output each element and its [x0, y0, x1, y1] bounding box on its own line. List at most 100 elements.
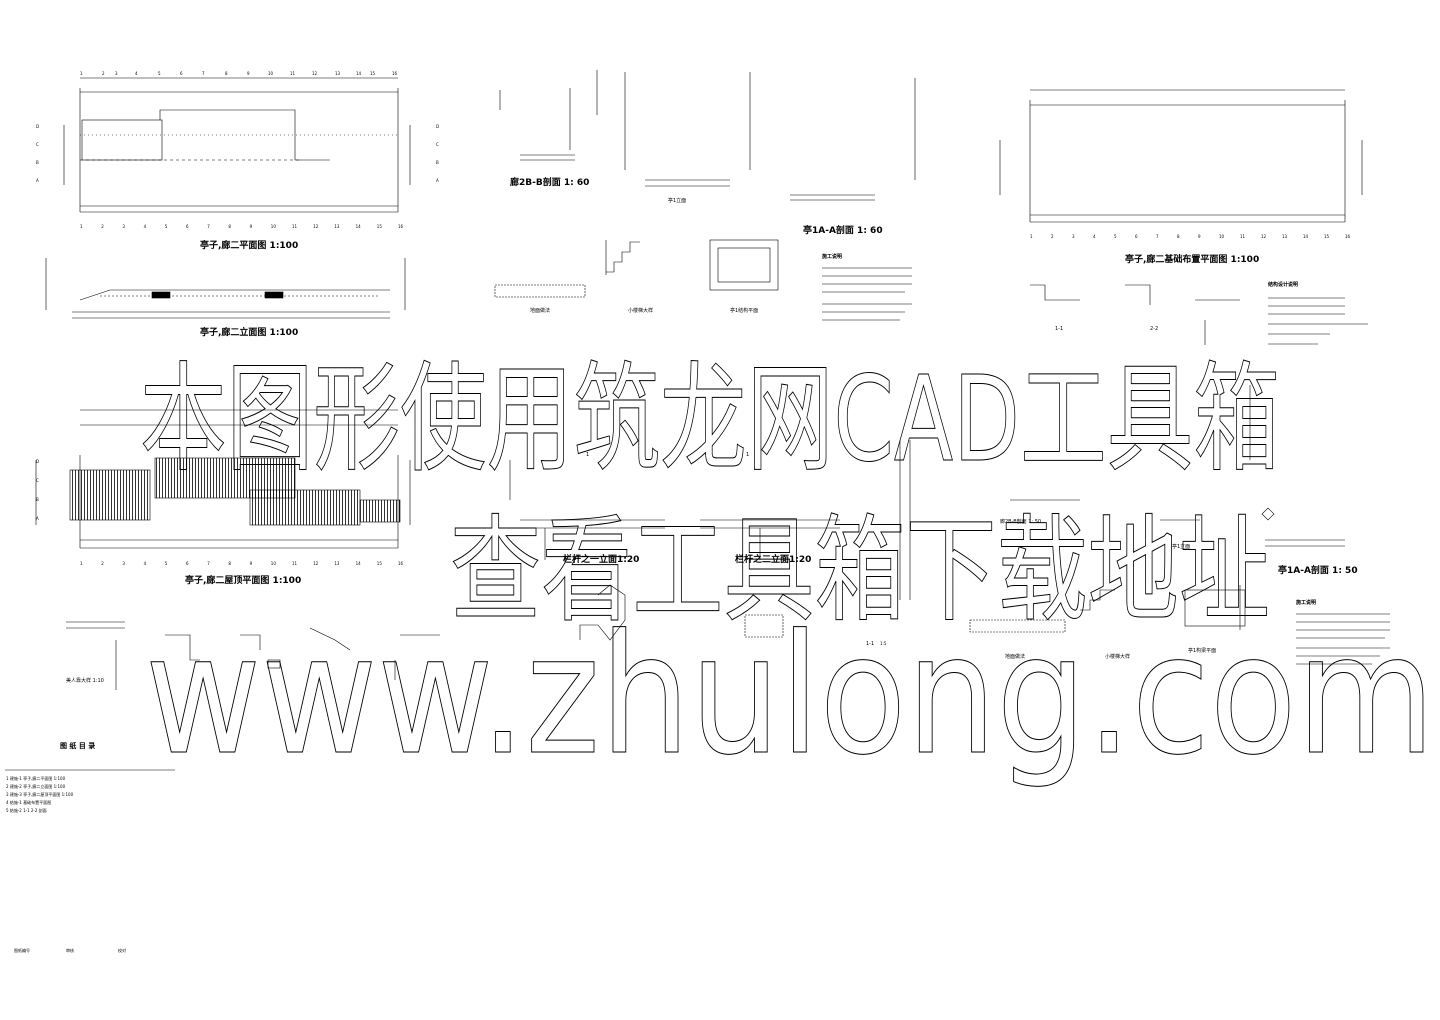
- title-pavilion-plan-right: 亭1构梁平面: [1188, 647, 1216, 654]
- plan-side-axis-label: D: [36, 124, 39, 129]
- roof-axis-label: 4: [144, 561, 147, 566]
- pavilion-elevation-drawing: [624, 72, 751, 187]
- marker-one-right: 1: [746, 452, 749, 458]
- roof-side-axis-label: A: [36, 516, 39, 521]
- construction-notes: 施工说明: [821, 253, 912, 321]
- railing-drawings: [509, 460, 840, 560]
- svg-text:4: 4: [135, 71, 138, 76]
- svg-text:11: 11: [290, 71, 296, 76]
- foundation-axis-label: 2: [1051, 234, 1054, 239]
- plan-bottom-axis-label: 6: [186, 224, 189, 229]
- index-row: 2 建施-2 亭子,廊二立面图 1:100: [6, 783, 66, 789]
- plan-bottom-axis-label: 5: [165, 224, 168, 229]
- structure-notes: 结构设计说明: [1268, 281, 1368, 345]
- title-railing-1: 栏杆之一立面1:20: [563, 553, 639, 565]
- foundation-axis-label: 6: [1135, 234, 1138, 239]
- plan-bottom-axis-label: 1: [80, 224, 83, 229]
- svg-text:13: 13: [335, 71, 341, 76]
- index-row: 4 结施-1 基础布置平面图: [6, 799, 51, 805]
- title-ground-method: 地面做法: [530, 307, 550, 314]
- foundation-axis-label: 4: [1093, 234, 1096, 239]
- roof-side-axis-label: B: [36, 497, 39, 502]
- footer-labels: 图纸编号 审核 校对: [14, 947, 126, 953]
- drawing-index: 图 纸 目 录 1 建施-1 亭子,廊二平面图 1:100 2 建施-2 亭子,…: [5, 741, 175, 813]
- plan-bottom-axis-label: 3: [122, 224, 125, 229]
- title-ground-method-2: 地面做法: [1005, 653, 1025, 660]
- index-row: 5 结施-2 1-1 2-2 剖面: [6, 807, 47, 813]
- roof-axis-label: 11: [292, 561, 298, 566]
- foundation-axis-label: 5: [1114, 234, 1117, 239]
- foundation-axis-label: 13: [1282, 234, 1288, 239]
- roof-side-axis-label: C: [36, 478, 39, 483]
- index-row: 1 建施-1 亭子,廊二平面图 1:100: [6, 775, 66, 781]
- svg-text:5: 5: [158, 71, 161, 76]
- construction-notes-2: 施工说明: [1295, 599, 1390, 665]
- svg-text:12: 12: [312, 71, 318, 76]
- drawing-index-title: 图 纸 目 录: [60, 741, 95, 750]
- svg-text:9: 9: [247, 71, 250, 76]
- title-roof-plan: 亭子,廊二屋顶平面图 1:100: [185, 574, 301, 586]
- elevation-drawing: [45, 258, 406, 319]
- foundation-axis-label: 7: [1156, 234, 1159, 239]
- label-section-2: 2-2: [1150, 326, 1158, 332]
- plan-side-axis-label-right: D: [436, 124, 439, 129]
- plan-bottom-axis-label: 4: [144, 224, 147, 229]
- title-section-b-mid: 廊2B-B剖面 1: 50: [1000, 518, 1041, 525]
- roof-axis-label: 6: [186, 561, 189, 566]
- stool-detail-drawing: [66, 621, 440, 690]
- title-stair-detail: 小楼梯大样: [628, 307, 653, 314]
- plan-bottom-axis-label: 2: [101, 224, 104, 229]
- footer-check: 校对: [118, 947, 126, 953]
- svg-text:10: 10: [268, 71, 274, 76]
- plan-bottom-axis-label: 12: [313, 224, 319, 229]
- label-section-1: 1-1: [1055, 326, 1063, 332]
- foundation-axis-label: 15: [1324, 234, 1330, 239]
- roof-axis-label: 9: [250, 561, 253, 566]
- foundation-axis-label: 3: [1072, 234, 1075, 239]
- roof-side-axis-label: D: [36, 459, 39, 464]
- foundation-axis-label: 8: [1177, 234, 1180, 239]
- foundation-axis-label: 16: [1345, 234, 1351, 239]
- roof-plan-drawing: [35, 409, 411, 549]
- title-pavilion-elev: 亭1立面: [668, 197, 686, 204]
- title-section-a-right: 亭1A-A剖面 1: 50: [1278, 564, 1358, 576]
- roof-axis-label: 8: [228, 561, 231, 566]
- title-stool-detail: 美人靠大样 1:10: [66, 677, 104, 684]
- title-section-11: 1-1: [866, 641, 874, 647]
- footer-drawing-number: 图纸编号: [14, 947, 30, 953]
- svg-text:6: 6: [180, 71, 183, 76]
- roof-axis-label: 12: [313, 561, 319, 566]
- middle-right-details: [969, 499, 1246, 633]
- foundation-axis-label: 11: [1240, 234, 1246, 239]
- svg-text:15: 15: [370, 71, 376, 76]
- marker-one-left: 1: [586, 452, 589, 458]
- plan-bottom-axis-label: 13: [334, 224, 340, 229]
- roof-axis-label: 5: [165, 561, 168, 566]
- title-railing-2: 栏杆之二立面1:20: [735, 553, 811, 565]
- svg-text:2: 2: [102, 71, 105, 76]
- title-stair-detail-2: 小楼梯大样: [1105, 653, 1130, 660]
- title-pavilion-plan: 亭1结构平面: [730, 307, 758, 314]
- foundation-axis-label: 14: [1303, 234, 1309, 239]
- title-plan-second: 亭子,廊二平面图 1:100: [200, 239, 298, 251]
- watermark-line-1: 本图形使用筑龙网CAD工具箱: [140, 350, 1280, 488]
- plan-bottom-axis-label: 10: [271, 224, 277, 229]
- footer-review: 审核: [66, 947, 74, 953]
- title-section-b: 廊2B-B剖面 1: 60: [510, 176, 589, 188]
- plan-bottom-axis-label: 7: [207, 224, 210, 229]
- plan-bottom-axis-label: 16: [398, 224, 404, 229]
- roof-axis-label: 3: [122, 561, 125, 566]
- plan-side-axis-label: A: [36, 178, 39, 183]
- title-foundation-plan: 亭子,廊二基础布置平面图 1:100: [1125, 253, 1259, 265]
- structure-notes-title: 结构设计说明: [1268, 281, 1298, 288]
- svg-text:1: 1: [80, 71, 83, 76]
- section-details-right: [1030, 284, 1345, 547]
- foundation-axis-label: 9: [1198, 234, 1201, 239]
- index-row: 3 建施-3 亭子,廊二屋顶平面图 1:100: [6, 791, 74, 797]
- svg-text:3: 3: [115, 71, 118, 76]
- construction-notes-2-title: 施工说明: [1295, 599, 1316, 606]
- svg-text:8: 8: [225, 71, 228, 76]
- svg-text:16: 16: [392, 71, 398, 76]
